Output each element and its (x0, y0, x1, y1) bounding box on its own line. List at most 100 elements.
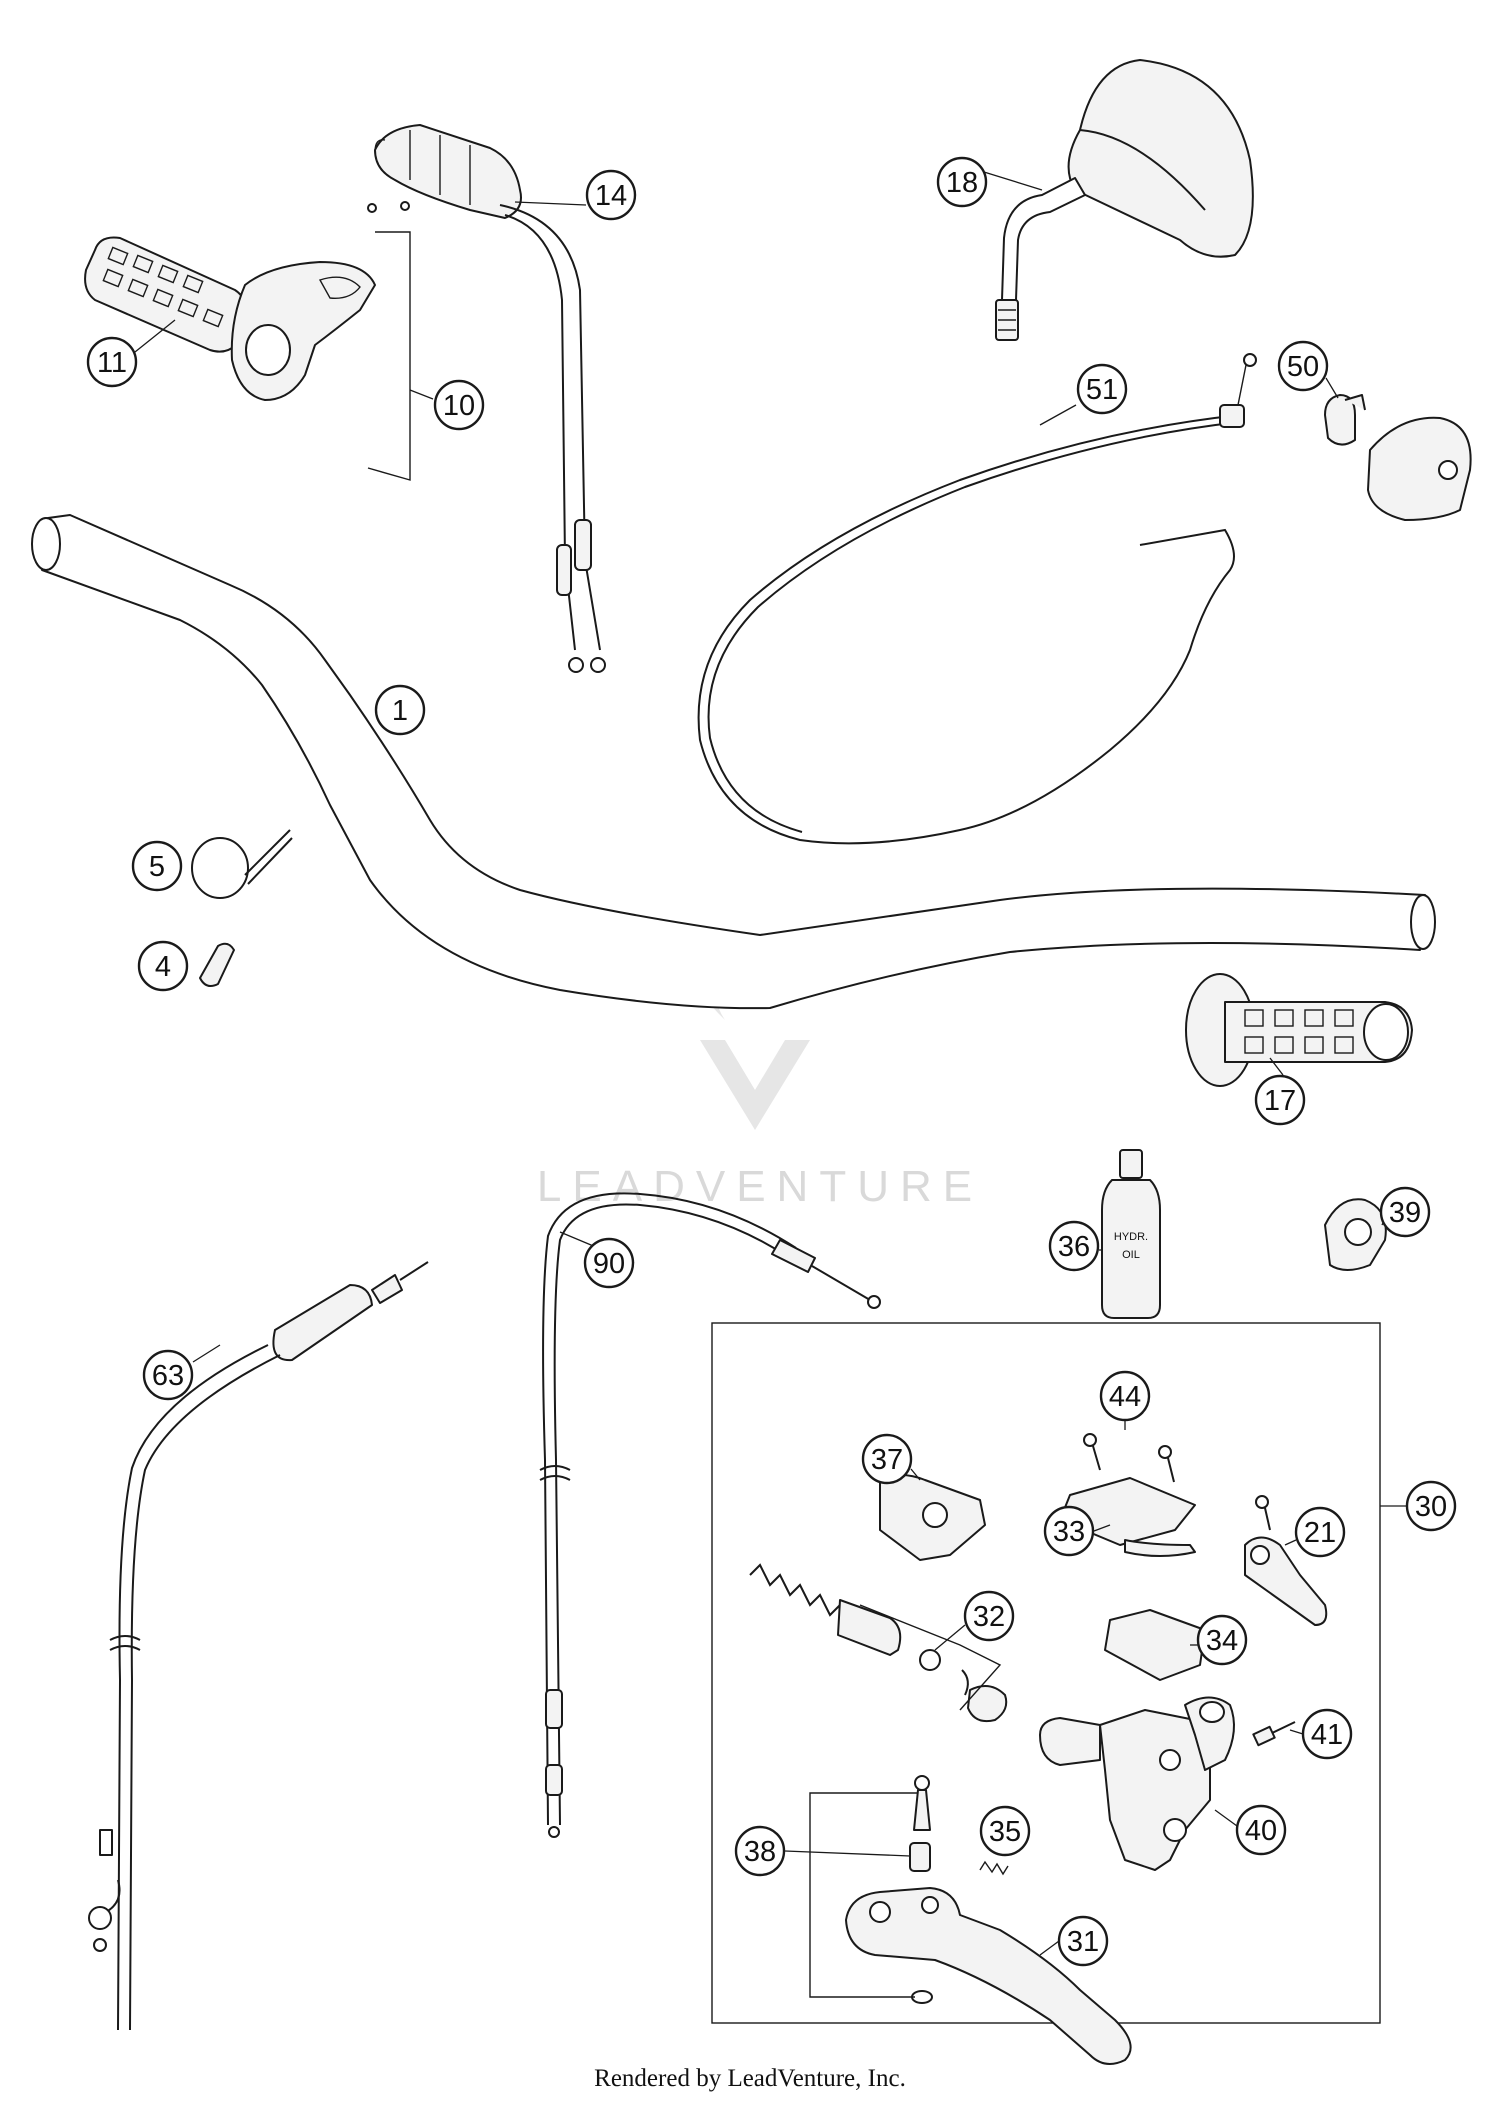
brake-parts (749, 1433, 1328, 2065)
hydraulic-oil-bottle: HYDR. OIL (1101, 1149, 1161, 1319)
brake-hose-line (129, 1354, 281, 2031)
switch-assembly (1324, 394, 1472, 521)
callout-5: 5 (131, 840, 183, 892)
cable-51 (697, 353, 1257, 845)
callout-number: 41 (1311, 1719, 1343, 1751)
callout-layer: 1451011141718213031323334353637383940414… (86, 156, 1457, 1967)
bottle-cap (1119, 1149, 1143, 1179)
callout-number: 32 (973, 1601, 1005, 1633)
bellows-34 (1104, 1609, 1206, 1681)
brake-hose-reservoir (272, 1284, 373, 1362)
bottle-label-line2: OIL (1122, 1249, 1140, 1261)
callout-number: 44 (1109, 1381, 1141, 1413)
handlebar-end-left (31, 517, 61, 571)
throttle-housing-slot (318, 276, 361, 299)
callout-31: 31 (1057, 1915, 1109, 1967)
piston-32 (837, 1599, 902, 1656)
callout-number: 90 (593, 1248, 625, 1280)
brake-lever-31 (845, 1887, 1132, 2065)
callout-number: 11 (97, 347, 127, 379)
footer-credit: Rendered by LeadVenture, Inc. (594, 2065, 906, 2092)
switch-housing (1367, 416, 1472, 521)
callout-circle (1057, 1915, 1109, 1967)
throttle-bracket-line (367, 231, 411, 481)
callout-number: 5 (149, 851, 165, 883)
callout-50: 50 (1277, 340, 1329, 392)
callout-36: 36 (1048, 1220, 1100, 1272)
callout-circle (1043, 1505, 1095, 1557)
callout-number: 39 (1389, 1197, 1421, 1229)
callout-number: 34 (1206, 1625, 1238, 1657)
callout-circle (963, 1590, 1015, 1642)
callout-circle (1294, 1506, 1346, 1558)
cable-tie (191, 829, 293, 899)
callout-41: 41 (1301, 1708, 1353, 1760)
callout-circle (583, 1237, 635, 1289)
callout-18: 18 (936, 156, 988, 208)
callout-number: 40 (1245, 1815, 1277, 1847)
cable-51-line (697, 414, 1241, 845)
callout-number: 21 (1304, 1517, 1336, 1549)
cable-90-housing (553, 1203, 791, 1826)
mirror-head (1067, 59, 1254, 258)
callout-number: 4 (155, 951, 171, 983)
callout-number: 10 (443, 390, 475, 422)
throttle-cables (367, 124, 606, 673)
callout-circle (734, 1825, 786, 1877)
callout-44: 44 (1099, 1370, 1151, 1422)
brake-assembly-box (711, 1322, 1381, 2024)
watermark: LEADVENTURE (537, 930, 972, 1211)
callout-circle (86, 336, 138, 388)
callout-circle (1099, 1370, 1151, 1422)
throttle-grip-assembly (84, 231, 411, 481)
callout-number: 50 (1287, 351, 1319, 383)
callout-17: 17 (1254, 1074, 1306, 1126)
callout-90: 90 (583, 1237, 635, 1289)
callout-circle (137, 940, 189, 992)
callout-circle (1076, 363, 1128, 415)
callout-1: 1 (374, 684, 426, 736)
callout-33: 33 (1043, 1505, 1095, 1557)
callout-circle (1301, 1708, 1353, 1760)
callout-39: 39 (1379, 1186, 1431, 1238)
callout-circle (1235, 1804, 1287, 1856)
callout-circle (861, 1433, 913, 1485)
callout-number: 1 (392, 695, 408, 727)
callout-circle (433, 379, 485, 431)
callout-number: 14 (595, 180, 627, 212)
callout-21: 21 (1294, 1506, 1346, 1558)
callout-4: 4 (137, 940, 189, 992)
cable-90 (539, 1192, 881, 1838)
throttle-cable-1 (499, 204, 601, 651)
callout-34: 34 (1196, 1614, 1248, 1666)
bushing-38 (909, 1842, 931, 1872)
callout-circle (1277, 340, 1329, 392)
callout-number: 63 (152, 1360, 184, 1392)
mirror-stem (1001, 177, 1086, 301)
throttle-cable-2 (504, 214, 576, 651)
callout-circle (1379, 1186, 1431, 1238)
handlebar (31, 514, 1436, 1010)
clamp-39 (1324, 1198, 1387, 1271)
callout-circle (142, 1349, 194, 1401)
grip-pattern (102, 246, 224, 328)
callout-38: 38 (734, 1825, 786, 1877)
callout-32: 32 (963, 1590, 1015, 1642)
grip-body (1224, 1001, 1413, 1063)
grip-right (1185, 973, 1413, 1087)
callout-circle (1405, 1480, 1457, 1532)
callout-circle (936, 156, 988, 208)
handlebar-end-right (1410, 894, 1436, 950)
callout-number: 36 (1058, 1231, 1090, 1263)
callout-11: 11 (86, 336, 138, 388)
callout-number: 31 (1067, 1926, 1099, 1958)
callout-circle (374, 684, 426, 736)
handlebar-tube (41, 514, 1426, 1010)
callout-number: 51 (1086, 374, 1118, 406)
mirror (995, 59, 1254, 341)
callout-circle (1048, 1220, 1100, 1272)
callout-number: 38 (744, 1836, 776, 1868)
callout-51: 51 (1076, 363, 1128, 415)
grip-right-pattern (1244, 1009, 1354, 1054)
